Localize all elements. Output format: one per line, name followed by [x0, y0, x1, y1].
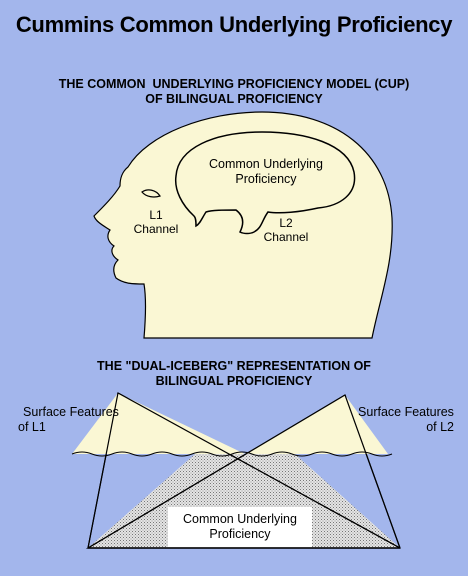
surface-l2-label: Surface Features of L2 — [346, 405, 466, 435]
eye-shape — [141, 189, 161, 198]
l1-line2: Channel — [133, 222, 179, 236]
cup-heading-line2: OF BILINGUAL PROFICIENCY — [145, 92, 323, 106]
iceberg-heading-line2: BILINGUAL PROFICIENCY — [155, 374, 313, 388]
surface-l1-line1: Surface Features — [23, 405, 119, 419]
iceberg-heading-line1: THE "DUAL-ICEBERG" REPRESENTATION OF — [97, 359, 371, 373]
l2-line1: L2 — [279, 216, 293, 230]
l1-line1: L1 — [149, 208, 163, 222]
surface-l2-line2: of L2 — [426, 420, 454, 434]
l1-channel-label: L1 Channel — [126, 208, 186, 236]
surface-l1-label: Surface Features of L1 — [12, 405, 130, 435]
cup-heading-line1: THE COMMON UNDERLYING PROFICIENCY MODEL … — [58, 77, 410, 91]
cup-label-box — [168, 507, 312, 547]
cup-bubble — [174, 131, 356, 235]
surface-l1-line2: of L1 — [18, 420, 46, 434]
cup-model-heading: THE COMMON UNDERLYING PROFICIENCY MODEL … — [0, 77, 468, 107]
surface-l2-line1: Surface Features — [358, 405, 454, 419]
l2-line2: Channel — [263, 230, 309, 244]
underlying-region — [88, 454, 400, 548]
iceberg-heading: THE "DUAL-ICEBERG" REPRESENTATION OF BIL… — [0, 359, 468, 389]
bubble-line2: Proficiency — [235, 172, 297, 186]
cup-iceberg-line1: Common Underlying — [183, 512, 297, 526]
page-title: Cummins Common Underlying Proficiency — [15, 12, 453, 37]
water-line — [71, 451, 393, 457]
cup-iceberg-line2: Proficiency — [209, 527, 271, 541]
bubble-label: Common Underlying Proficiency — [176, 157, 356, 187]
cup-iceberg-label: Common Underlying Proficiency — [168, 512, 312, 542]
bubble-line1: Common Underlying — [209, 157, 323, 171]
l2-channel-label: L2 Channel — [256, 216, 316, 244]
iceberg-l2-tip — [245, 395, 388, 454]
